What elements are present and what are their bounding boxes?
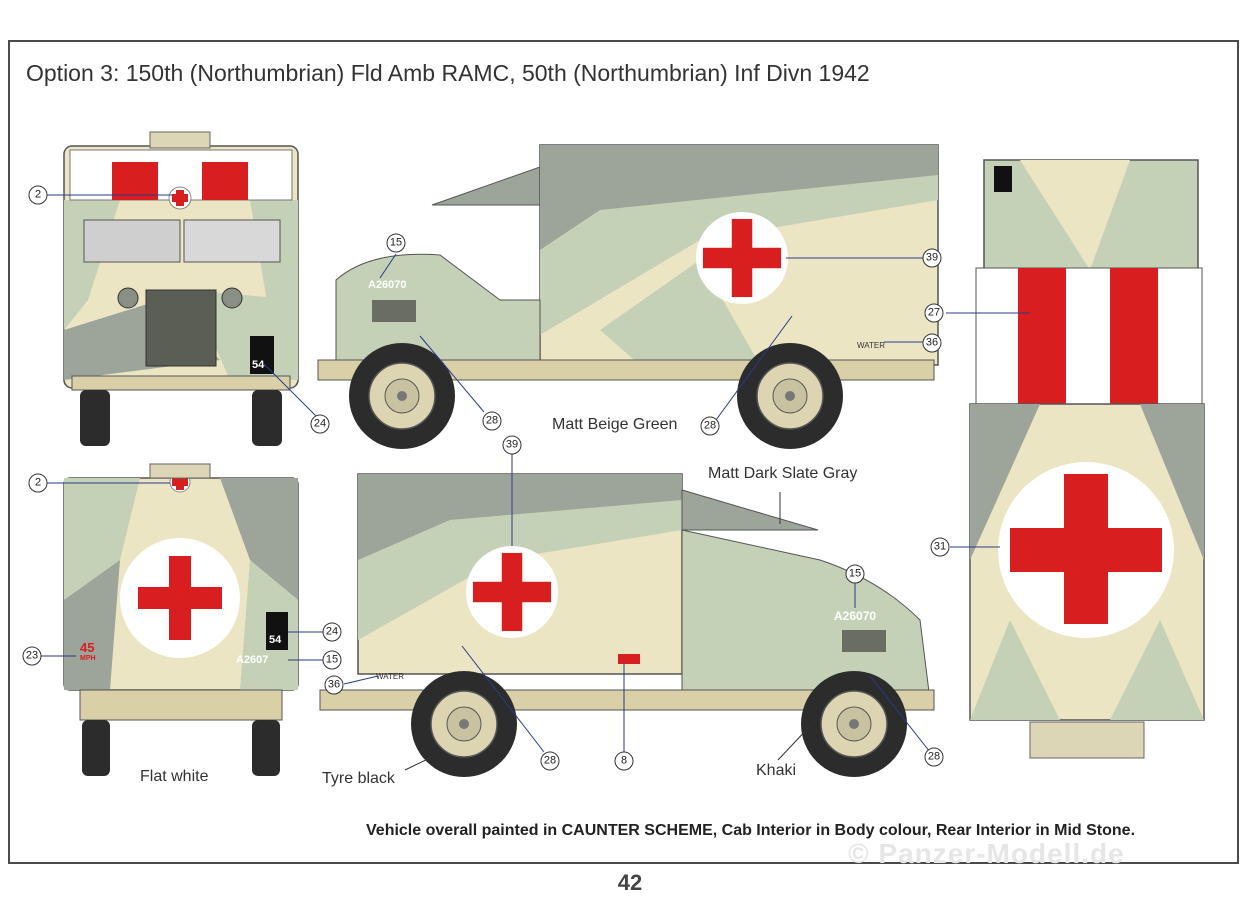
callout-15-rear: 15 <box>322 650 342 670</box>
page-number: 42 <box>617 870 643 895</box>
callout-2-front: 2 <box>28 185 48 205</box>
label-tyre-black: Tyre black <box>322 770 395 787</box>
callout-39-side-right: 39 <box>502 435 522 455</box>
rear-view <box>40 463 324 776</box>
callout-36-side-right: 36 <box>324 675 344 695</box>
callout-31-top: 31 <box>930 537 950 557</box>
registration-side-right: A26070 <box>834 609 877 623</box>
label-flat-white: Flat white <box>140 768 209 785</box>
label-khaki: Khaki <box>756 762 797 779</box>
unit-number-front: 54 <box>252 359 265 371</box>
side-view-right <box>319 452 935 778</box>
speed-unit: MPH <box>80 655 96 662</box>
callout-28-side-right-rear: 28 <box>540 751 560 771</box>
unit-number-rear: 54 <box>269 634 282 646</box>
speed-marking: 45 <box>80 640 95 655</box>
front-view <box>46 131 321 446</box>
callout-28-side-left-front: 28 <box>482 411 502 431</box>
registration-rear: A2607 <box>236 654 269 666</box>
side-view-left <box>317 144 939 450</box>
water-label-right: WATER <box>376 672 404 681</box>
callout-36-side-left: 36 <box>922 333 942 353</box>
callout-15-side-left: 15 <box>386 233 406 253</box>
page-title: Option 3: 150th (Northumbrian) Fld Amb R… <box>26 60 870 86</box>
painting-note: Vehicle overall painted in CAUNTER SCHEM… <box>366 822 1136 839</box>
callout-24-rear: 24 <box>322 622 342 642</box>
callout-27-top: 27 <box>924 303 944 323</box>
callout-28-side-right-front: 28 <box>924 747 944 767</box>
callout-8-side-right: 8 <box>614 751 634 771</box>
water-label-left: WATER <box>857 341 885 350</box>
callout-24-front: 24 <box>310 414 330 434</box>
label-matt-beige-green: Matt Beige Green <box>552 416 678 433</box>
watermark: © Panzer-Modell.de <box>848 838 1125 869</box>
callout-23-rear: 23 <box>22 646 42 666</box>
callout-15-side-right: 15 <box>845 564 865 584</box>
callout-2-rear: 2 <box>28 473 48 493</box>
label-matt-dark-slate-gray: Matt Dark Slate Gray <box>708 465 858 482</box>
callout-39-side-left: 39 <box>922 248 942 268</box>
callout-28-side-left-rear: 28 <box>700 416 720 436</box>
top-view <box>946 159 1205 759</box>
page-frame <box>8 40 1239 864</box>
registration-side-left: A26070 <box>368 279 407 291</box>
